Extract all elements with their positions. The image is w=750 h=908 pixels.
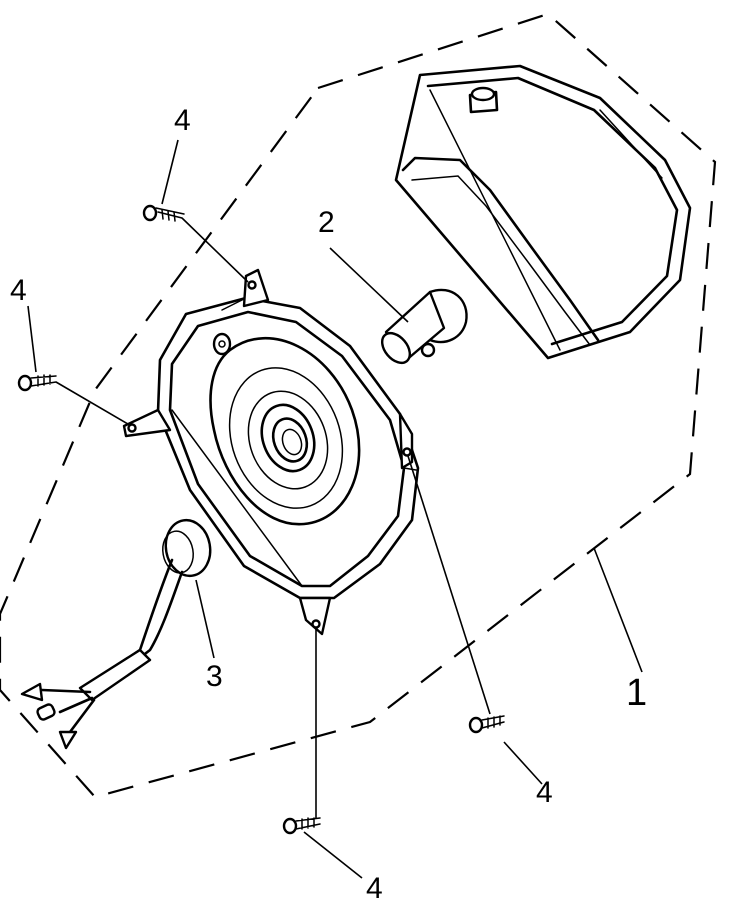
headlight-lens-part <box>394 64 692 360</box>
callout-screw-left-4: 4 <box>10 274 27 307</box>
leader-lines <box>27 139 643 879</box>
assembly-boundary-dashed <box>0 12 717 799</box>
callout-assembly-1: 1 <box>626 672 648 714</box>
callout-socket-3: 3 <box>206 660 223 693</box>
callout-bulb-2: 2 <box>318 206 335 239</box>
screw-bottom <box>282 817 321 835</box>
screw-top <box>142 204 185 222</box>
bulb-socket-harness-part <box>20 518 212 750</box>
callout-screw-top-4: 4 <box>174 104 191 137</box>
screw-right <box>468 715 505 734</box>
headlight-housing-part <box>122 268 420 636</box>
callout-screw-bottom-4: 4 <box>366 872 383 905</box>
headlight-bulb-part <box>381 288 468 365</box>
screw-left <box>17 374 57 392</box>
callout-screw-right-4: 4 <box>536 776 553 809</box>
